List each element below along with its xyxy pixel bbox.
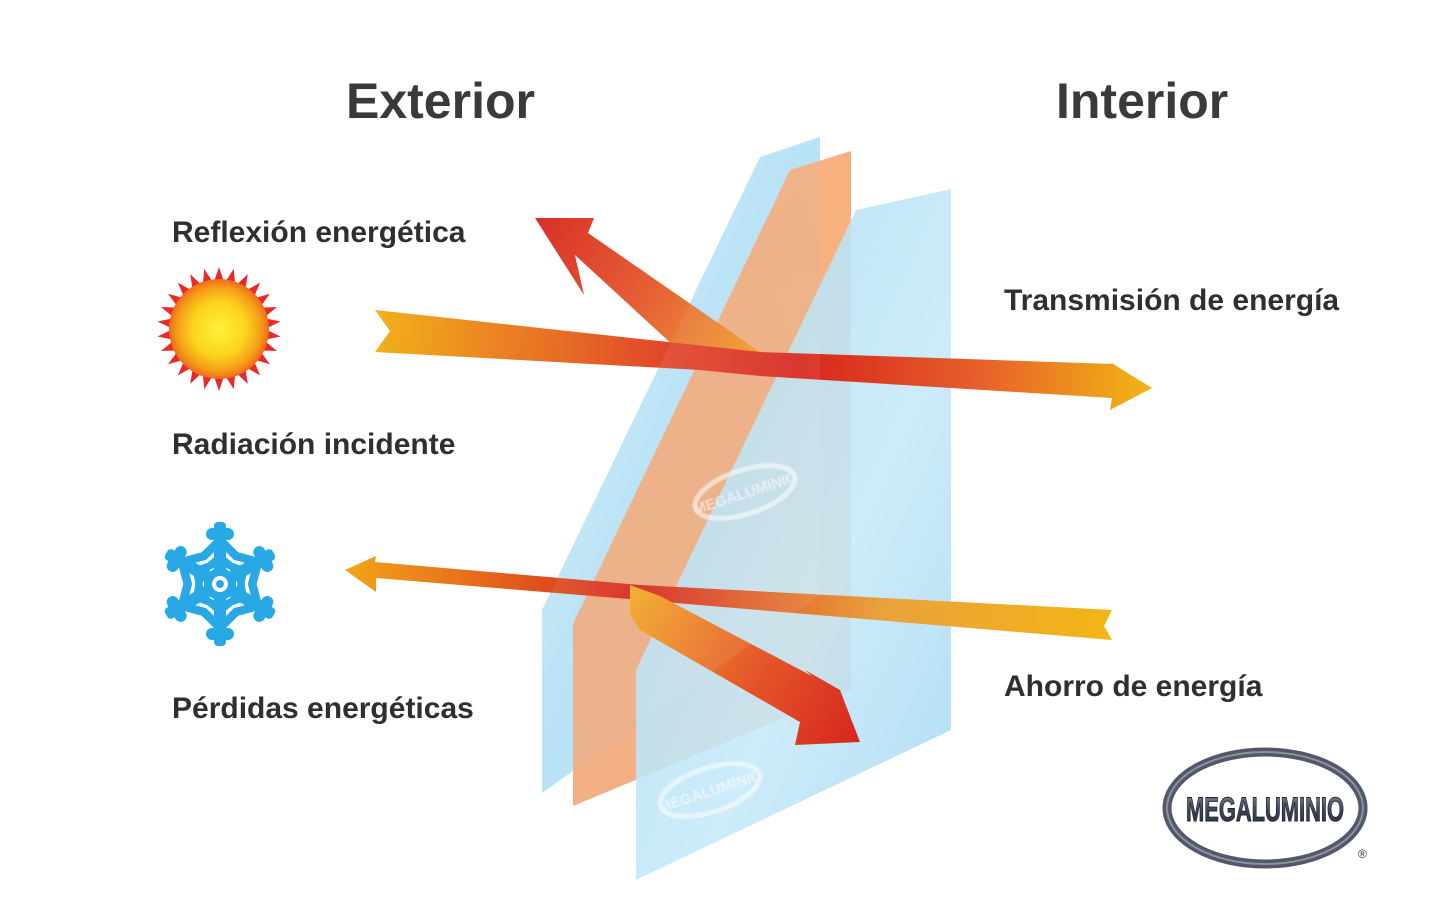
snowflake-icon (164, 522, 276, 646)
interior-heading: Interior (1056, 73, 1229, 129)
incident-label: Radiación incidente (172, 428, 456, 461)
megaluminio-logo: MEGALUMINIO ® (1162, 747, 1368, 869)
incident-transmission-arrow (375, 310, 1152, 410)
losses-label: Pérdidas energéticas (172, 692, 474, 725)
saving-label: Ahorro de energía (1004, 670, 1263, 703)
exterior-heading: Exterior (346, 73, 535, 129)
energy-loss-arrow (345, 556, 1112, 640)
energy-saving-arrow (630, 585, 860, 745)
registered-mark-icon: ® (1358, 847, 1367, 861)
logo-text: MEGALUMINIO (1186, 791, 1344, 829)
reflection-label: Reflexión energética (172, 216, 466, 249)
transmission-label: Transmisión de energía (1004, 284, 1340, 317)
sun-icon (157, 267, 281, 391)
reflection-arrow (535, 218, 760, 376)
